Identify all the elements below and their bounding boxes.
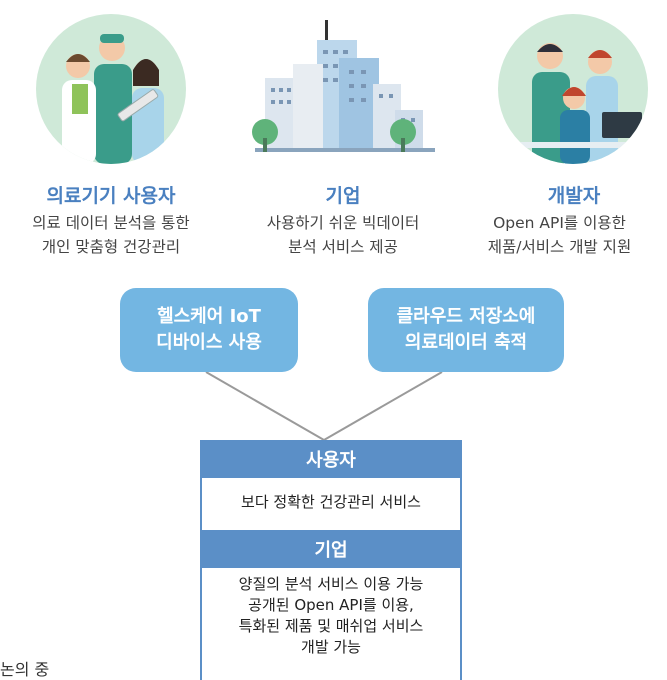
role-title-company: 기업 (325, 185, 361, 207)
developers-illustration (498, 14, 648, 164)
role-desc-line: 의료 데이터 분석을 통한 (32, 214, 190, 232)
role-desc-line: Open API를 이용한 (493, 214, 626, 232)
role-title-developer: 개발자 (547, 185, 601, 207)
pill-line: 클라우드 저장소에 (396, 306, 536, 327)
panel-company-line: 개발 가능 (301, 638, 361, 656)
role-desc-line: 제품/서비스 개발 지원 (487, 238, 632, 256)
panel-company-line: 양질의 분석 서비스 이용 가능 (238, 575, 424, 593)
pill-line: 디바이스 사용 (156, 332, 262, 353)
benefits-panel: 사용자 보다 정확한 건강관리 서비스 기업 양질의 분석 서비스 이용 가능 … (200, 440, 462, 680)
role-desc-developer: Open API를 이용한 제품/서비스 개발 지원 (452, 211, 667, 259)
medical-users-illustration (36, 14, 186, 164)
role-desc-line: 개인 맞춤형 건강관리 (41, 238, 181, 256)
role-desc-medical-user: 의료 데이터 분석을 통한 개인 맞춤형 건강관리 (0, 211, 236, 259)
panel-body-user: 보다 정확한 건강관리 서비스 (200, 478, 462, 530)
footer-text: 논의 중 (0, 660, 50, 679)
role-title-medical-user: 의료기기 사용자 (46, 185, 176, 207)
building-icon (252, 20, 435, 152)
connector-left (205, 371, 325, 441)
connector-right (323, 371, 443, 441)
role-desc-line: 사용하기 쉬운 빅데이터 (266, 214, 420, 232)
company-buildings-illustration (245, 14, 445, 164)
pill-line: 헬스케어 IoT (157, 306, 261, 327)
pill-line: 의료데이터 축적 (404, 332, 528, 353)
panel-company-line: 특화된 제품 및 매쉬업 서비스 (238, 617, 424, 635)
panel-head-company: 기업 (200, 530, 462, 568)
role-desc-company: 사용하기 쉬운 빅데이터 분석 서비스 제공 (218, 211, 468, 259)
panel-head-user: 사용자 (200, 440, 462, 478)
panel-company-line: 공개된 Open API를 이용, (248, 596, 414, 614)
pill-cloud-storage: 클라우드 저장소에 의료데이터 축적 (368, 288, 564, 372)
pill-iot-device: 헬스케어 IoT 디바이스 사용 (120, 288, 298, 372)
panel-body-company: 양질의 분석 서비스 이용 가능 공개된 Open API를 이용, 특화된 제… (200, 568, 462, 680)
panel-user-text: 보다 정확한 건강관리 서비스 (241, 493, 421, 511)
medical-staff-icon (62, 34, 164, 164)
role-desc-line: 분석 서비스 제공 (288, 238, 398, 256)
developers-icon (508, 43, 642, 164)
